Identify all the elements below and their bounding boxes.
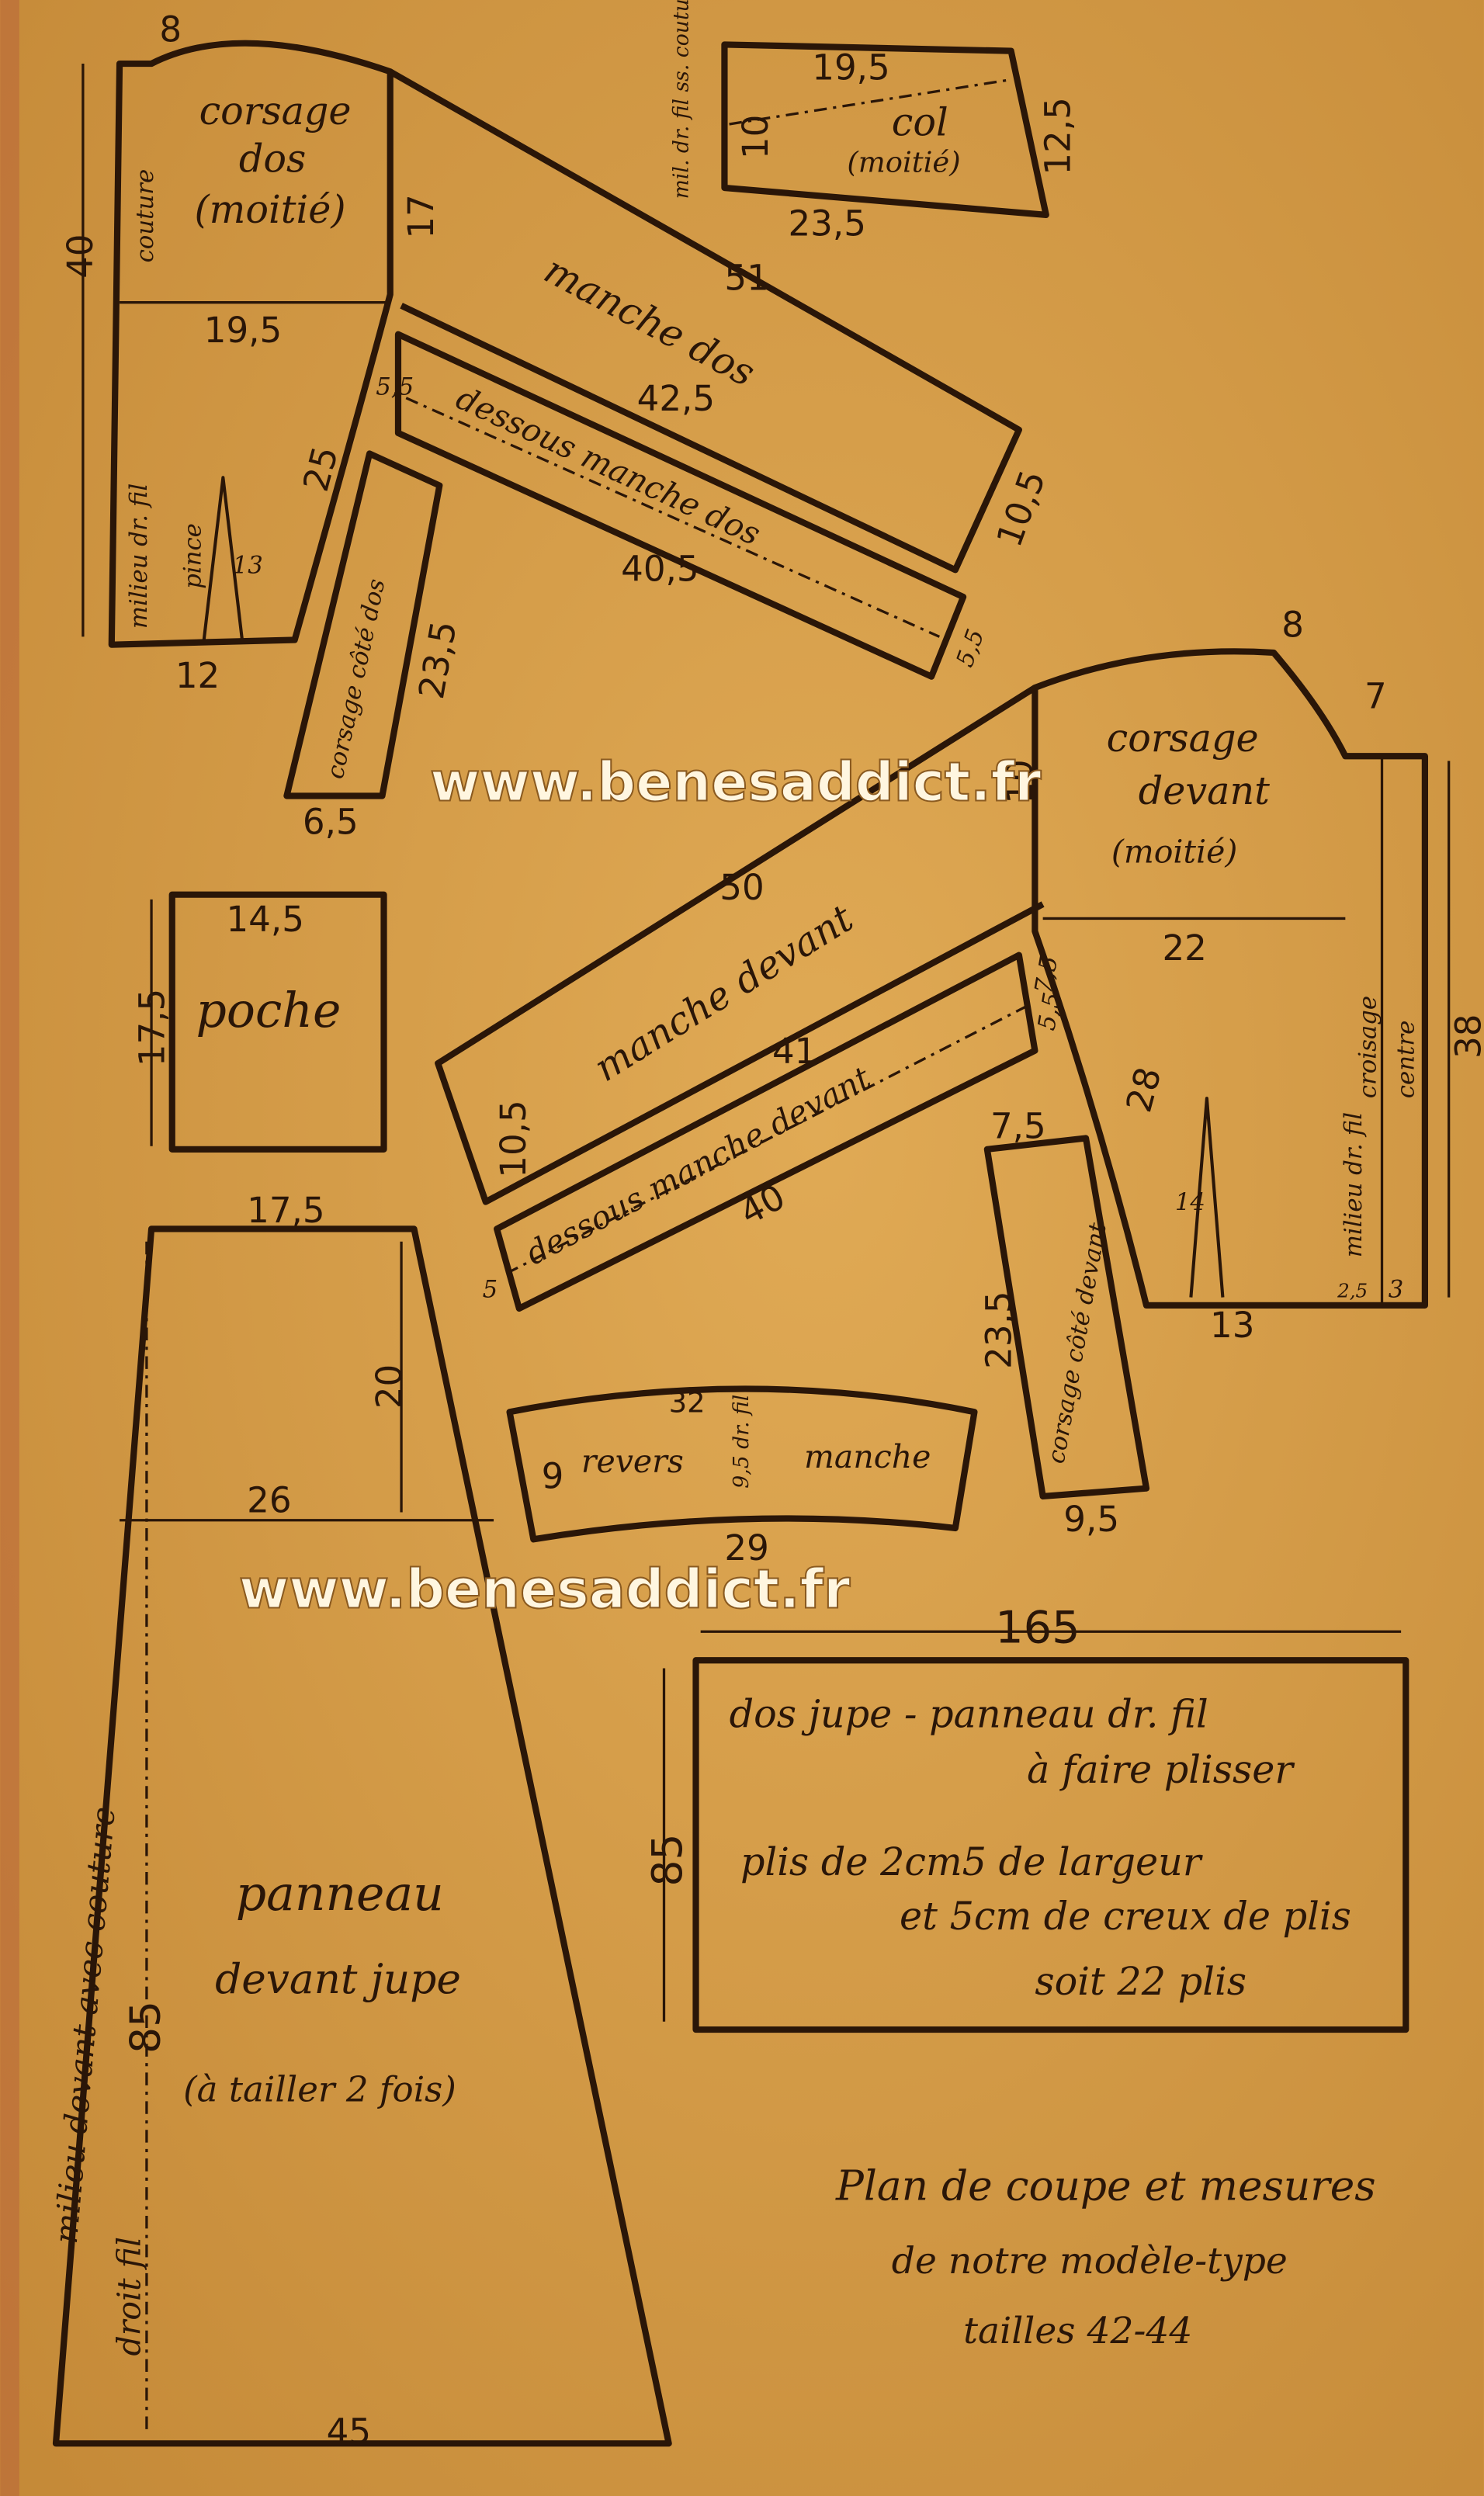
dim-width: 14,5	[226, 899, 303, 940]
dim-top: 7,5	[990, 1105, 1046, 1146]
side-label: couture	[131, 169, 159, 263]
dim-dart: 14	[1175, 1188, 1205, 1216]
watermark-middle: www.benesaddict.fr	[239, 1558, 851, 1621]
dim-yoke: 20	[369, 1364, 410, 1409]
dim-bottom: 23,5	[788, 203, 865, 244]
piece-title: panneau	[236, 1866, 444, 1922]
piece-subtitle: dos	[239, 137, 306, 182]
dim-left: 5,5	[376, 373, 414, 401]
dim-left: 5	[483, 1276, 498, 1304]
dim-height: 40	[60, 234, 101, 279]
dim-top: 32	[669, 1385, 706, 1419]
piece-col: 19,5 10 12,5 col (moitié) 23,5 mil. dr. …	[669, 0, 1078, 244]
dim-armhole: 17	[400, 194, 442, 238]
croisage-label: croisage	[1354, 996, 1382, 1098]
dim-length: 85	[121, 2001, 169, 2054]
dim-facing: 3	[1389, 1276, 1404, 1304]
piece-note: (à tailler 2 fois)	[183, 2068, 456, 2109]
dim-top: 17,5	[247, 1190, 324, 1231]
piece-subtitle: devant jupe	[215, 1955, 461, 2003]
grain-label: mil. dr. fil ss. couture	[669, 0, 693, 199]
piece-title-a: revers	[581, 1443, 684, 1480]
piece-poche: 14,5 17,5 poche	[131, 891, 387, 1153]
dim-height: 38	[1448, 1014, 1484, 1059]
dim-right: 5,5	[1032, 990, 1066, 1032]
dim-bottom: 13	[1210, 1305, 1254, 1346]
dim-height: 85	[643, 1834, 692, 1887]
dim-height: 23,5	[979, 1291, 1020, 1368]
text-line-1: dos jupe - panneau dr. fil	[730, 1691, 1208, 1736]
dim-bottom: 45	[327, 2411, 371, 2452]
dim-width: 165	[995, 1602, 1080, 1654]
dart-label: pince	[179, 523, 207, 589]
dim-neck: 8	[159, 9, 182, 50]
dim-overlap: 2,5	[1337, 1280, 1368, 1302]
watermark-top: www.benesaddict.fr	[430, 751, 1042, 814]
dim-top: 51	[724, 257, 768, 298]
caption-line-2: de notre modèle-type	[892, 2240, 1288, 2283]
dim-top-right: 7,5	[1029, 954, 1063, 996]
piece-title: corsage	[199, 88, 352, 133]
piece-note: (moitié)	[847, 146, 960, 179]
dim-armhole: 10	[999, 759, 1040, 803]
dim-dart: 13	[233, 551, 263, 579]
piece-subtitle: devant	[1139, 768, 1270, 813]
dim-hip: 26	[247, 1479, 291, 1520]
dim-right: 12,5	[1038, 97, 1079, 175]
piece-title-b: manche	[804, 1438, 931, 1475]
piece-note: (moitié)	[194, 187, 345, 232]
dim-left: 10	[735, 115, 776, 159]
piece-corsage-devant: 8 7 corsage devant (moitié) 10 22 28 mil…	[999, 604, 1484, 1345]
paper-edge	[0, 0, 19, 2496]
piece-corsage-dos: 8 corsage dos (moitié) couture 40 19,5 1…	[60, 9, 442, 696]
dim-length: 40,5	[621, 549, 699, 590]
dim-neck: 8	[1281, 604, 1304, 645]
caption-line-1: Plan de coupe et mesures	[835, 2162, 1376, 2210]
dim-bottom: 6,5	[303, 802, 359, 843]
caption: Plan de coupe et mesures de notre modèle…	[835, 2162, 1376, 2353]
dim-bottom: 9,5	[1063, 1499, 1119, 1540]
centre-label: centre	[1392, 1021, 1420, 1098]
grain-label: milieu dr. fil	[125, 484, 153, 629]
piece-note: (moitié)	[1111, 834, 1238, 871]
piece-revers-manche: 32 9 revers 9,5 dr. fil manche 29	[506, 1385, 978, 1569]
piece-title: col	[892, 99, 948, 144]
dim-bottom: 29	[724, 1527, 768, 1569]
dim-height: 17,5	[131, 989, 172, 1066]
piece-title: poche	[196, 983, 342, 1038]
piece-title: corsage	[1107, 716, 1259, 761]
dim-neck-drop: 7	[1364, 676, 1387, 717]
grain-label: milieu dr. fil	[1340, 1112, 1368, 1257]
dim-top: 19,5	[812, 47, 889, 88]
text-line-5: soit 22 plis	[1035, 1959, 1246, 2004]
text-line-3: plis de 2cm5 de largeur	[740, 1839, 1203, 1884]
dim-top: 50	[719, 867, 764, 908]
text-line-4: et 5cm de creux de plis	[900, 1894, 1351, 1939]
piece-dos-jupe: 165 85 dos jupe - panneau dr. fil à fair…	[643, 1602, 1409, 2033]
dim-side: 9	[542, 1456, 564, 1497]
dim-bottom: 12	[175, 655, 220, 696]
dim-width: 19,5	[204, 310, 282, 351]
dim-cuff: 10,5	[493, 1100, 534, 1177]
dim-width: 22	[1162, 927, 1206, 969]
grain-label: droit fil	[111, 2237, 148, 2356]
grain-label: 9,5 dr. fil	[730, 1395, 754, 1489]
dim-inner: 42,5	[637, 378, 715, 419]
text-line-2: à faire plisser	[1027, 1747, 1295, 1792]
caption-line-3: tailles 42-44	[963, 2310, 1192, 2352]
